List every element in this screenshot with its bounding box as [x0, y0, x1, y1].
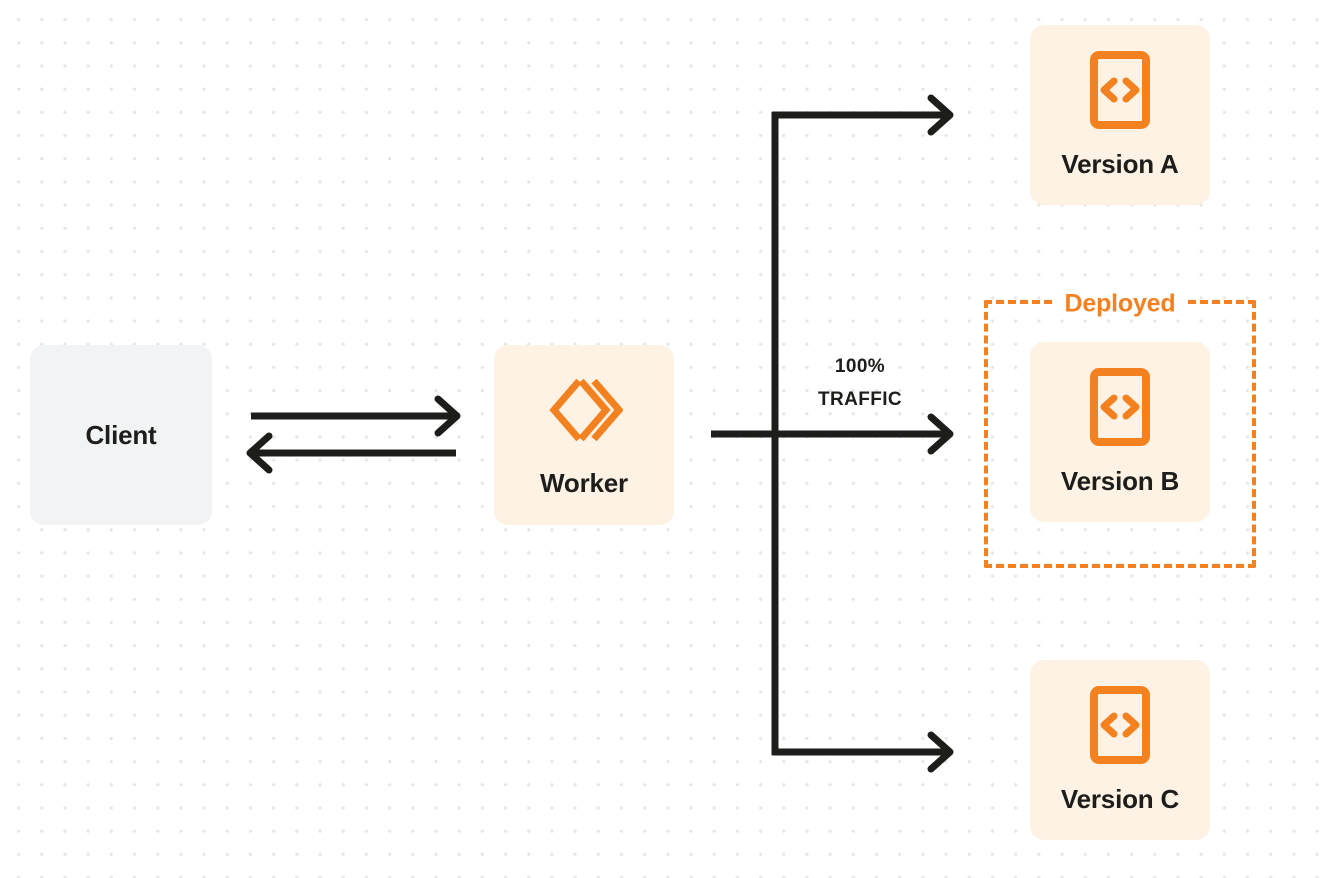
deployed-group-frame: Deployed [984, 291, 1256, 568]
node-worker-label: Worker [540, 468, 628, 498]
code-file-icon [1089, 50, 1151, 135]
cloudflare-workers-logo-icon [545, 371, 624, 454]
code-file-icon [1089, 367, 1151, 452]
code-file-icon [1089, 685, 1151, 770]
traffic-caption: TRAFFIC [817, 389, 903, 411]
node-client-label: Client [85, 419, 157, 450]
edge-worker-to-client [246, 432, 456, 474]
edge-worker-to-version-a [772, 94, 954, 136]
traffic-label: 100% TRAFFIC [790, 350, 930, 417]
edge-client-to-worker [251, 395, 461, 437]
deployed-group-label: Deployed [1054, 291, 1186, 317]
edge-worker-to-version-b [711, 413, 954, 455]
node-worker[interactable]: Worker [494, 345, 674, 525]
node-version-c[interactable]: Version C [1030, 660, 1210, 840]
node-version-a-label: Version A [1061, 149, 1179, 179]
node-version-c-label: Version C [1060, 784, 1180, 814]
traffic-percent: 100% [834, 356, 886, 377]
node-version-b-label: Version B [1060, 466, 1180, 496]
node-version-b[interactable]: Version B [1030, 342, 1210, 522]
node-version-a[interactable]: Version A [1030, 25, 1210, 205]
edge-worker-to-version-c [772, 731, 954, 773]
node-client[interactable]: Client [30, 345, 212, 525]
